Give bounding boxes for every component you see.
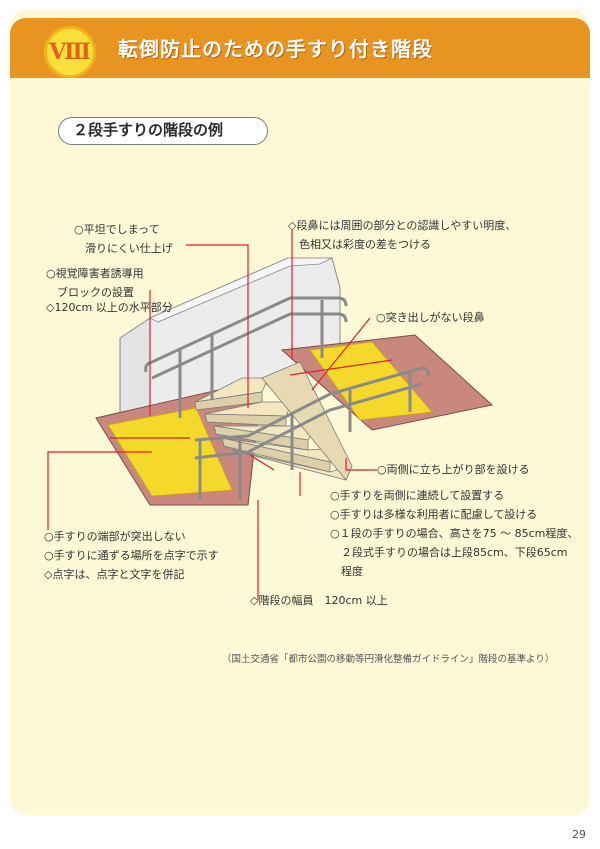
note-flush-nosing: ○突き出しがない段鼻 (376, 308, 485, 327)
page-number: 29 (572, 828, 586, 841)
note-upstand: ○両側に立ち上がり部を設ける (377, 460, 530, 479)
note-handrail-height: ○手すりを両側に連続して設置する ○手すりは多様な利用者に配慮して設ける ○１段… (330, 486, 578, 581)
note-stair-width: ◇階段の幅員 120cm 以上 (250, 591, 388, 610)
note-handrail-ends: ○手すりの端部が突出しない ○手すりに通ずる場所を点字で示す ◇点字は、点字と文… (44, 527, 219, 584)
note-horizontal-section: ◇120cm 以上の水平部分 (46, 298, 173, 317)
note-guide-block: ○視覚障害者誘導用 ブロックの設置 (46, 264, 144, 302)
note-slip-resistance: ○平坦でしまって 滑りにくい仕上げ (74, 220, 173, 258)
note-nosing-contrast: ◇段鼻には周囲の部分との認識しやすい明度、 色相又は彩度の差をつける (288, 216, 516, 254)
source-citation: （国土交通省「都市公園の移動等円滑化整備ガイドライン」階段の基準より） (222, 651, 554, 665)
